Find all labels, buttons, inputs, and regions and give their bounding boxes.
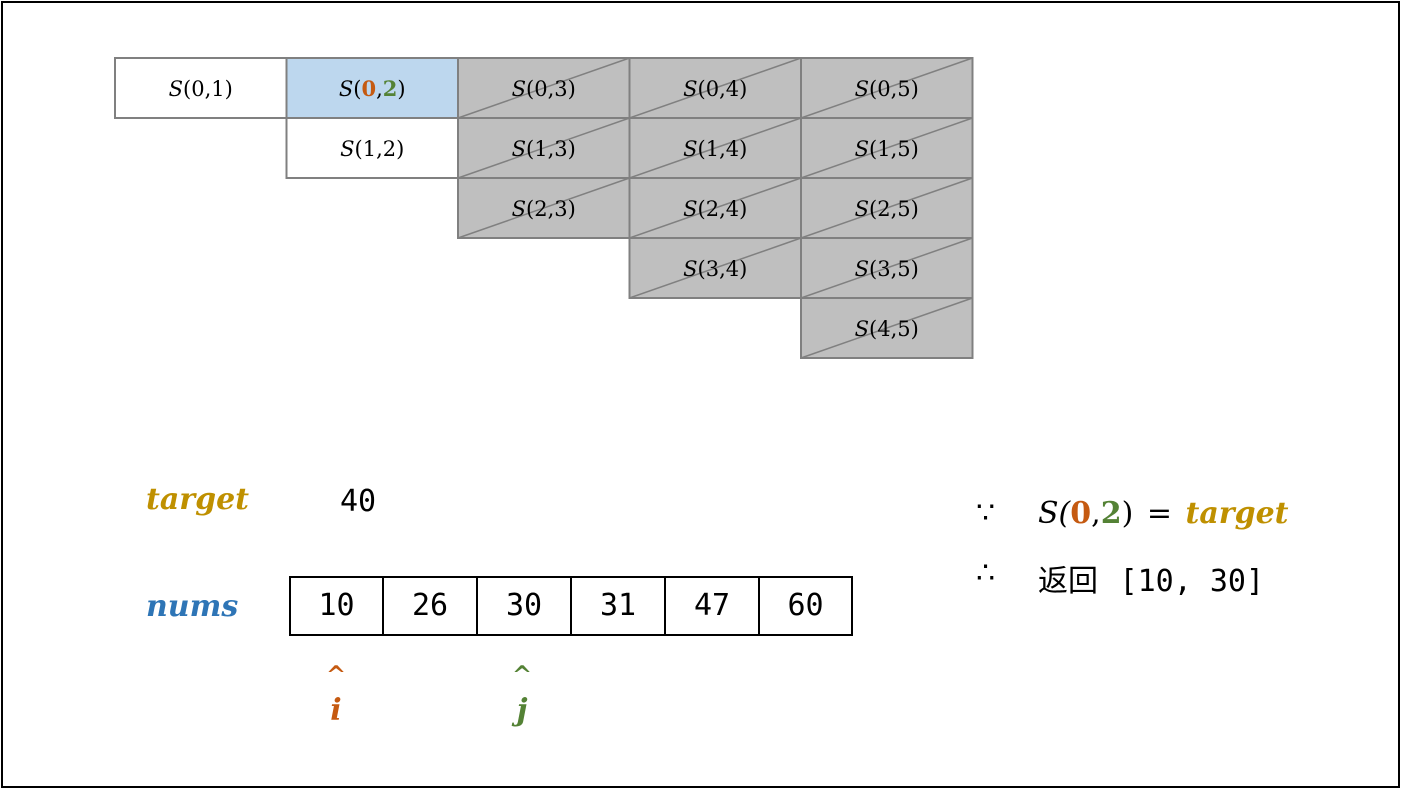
nums-cell-2: 30 (477, 576, 571, 636)
because-eq: = (1146, 496, 1172, 531)
cell-strike-line (800, 57, 973, 119)
cell-label: S(1,4) (683, 137, 747, 161)
because-j: 2 (1100, 496, 1122, 531)
because-s: S( (1038, 496, 1071, 531)
matrix-cell-1-5: S(1,5) (800, 117, 974, 179)
because-close: ) (1121, 496, 1134, 531)
cell-strike-line (457, 117, 630, 179)
nums-cell-3: 31 (571, 576, 665, 636)
cell-strike-line (800, 117, 973, 179)
matrix-cell-4-5: S(4,5) (800, 297, 974, 359)
cell-label: S(3,4) (683, 257, 747, 281)
matrix-cell-2-3: S(2,3) (457, 177, 631, 239)
because-statement: S(0,2) = target (1038, 496, 1289, 531)
cell-label: S(2,5) (855, 197, 919, 221)
cell-label: S(4,5) (855, 317, 919, 341)
target-label: target (146, 482, 250, 517)
cell-label: S(0,5) (855, 77, 919, 101)
pointer-j-caret: ^ (511, 660, 533, 689)
matrix-cell-0-4: S(0,4) (628, 57, 802, 119)
because-target: target (1185, 496, 1289, 531)
nums-cell-4: 47 (665, 576, 759, 636)
matrix-cell-0-1: S(0,1) (114, 57, 288, 119)
cell-strike-line (457, 57, 630, 119)
matrix-cell-3-5: S(3,5) (800, 237, 974, 299)
cell-label: S(0,3) (512, 77, 576, 101)
cell-strike-line (457, 177, 630, 239)
matrix-cell-0-2: S(0,2) (285, 57, 459, 119)
because-i: 0 (1070, 496, 1092, 531)
nums-cell-5: 60 (759, 576, 853, 636)
cell-strike-line (800, 237, 973, 299)
because-comma: , (1091, 496, 1101, 531)
therefore-text: 返回 (1038, 564, 1098, 599)
cell-strike-line (629, 177, 802, 239)
cell-label: S(1,5) (855, 137, 919, 161)
matrix-cell-3-4: S(3,4) (628, 237, 802, 299)
cell-strike-line (800, 297, 973, 359)
matrix-cell-0-5: S(0,5) (800, 57, 974, 119)
matrix-cell-1-4: S(1,4) (628, 117, 802, 179)
pointer-j-label: j (516, 693, 528, 728)
nums-cell-0: 10 (289, 576, 383, 636)
because-symbol: ∵ (976, 496, 996, 531)
therefore-statement: 返回 [10, 30] (1038, 556, 1264, 600)
matrix-cell-2-5: S(2,5) (800, 177, 974, 239)
cell-label: S(1,2) (340, 137, 404, 161)
cell-label: S(0,2) (339, 76, 406, 101)
pointer-i-caret: ^ (325, 660, 347, 689)
cell-strike-line (629, 117, 802, 179)
matrix-cell-1-3: S(1,3) (457, 117, 631, 179)
cell-strike-line (629, 237, 802, 299)
cell-label: S(0,4) (683, 77, 747, 101)
pointer-i-label: i (330, 693, 342, 728)
therefore-symbol: ∴ (976, 556, 996, 591)
nums-cell-1: 26 (383, 576, 477, 636)
matrix-cell-1-2: S(1,2) (285, 117, 459, 179)
therefore-result: [10, 30] (1119, 564, 1265, 599)
nums-label: nums (146, 589, 239, 624)
cell-label: S(2,3) (512, 197, 576, 221)
cell-strike-line (800, 177, 973, 239)
cell-label: S(0,1) (169, 77, 233, 101)
cell-label: S(2,4) (683, 197, 747, 221)
cell-label: S(1,3) (512, 137, 576, 161)
cell-strike-line (629, 57, 802, 119)
target-value: 40 (340, 484, 377, 519)
matrix-cell-2-4: S(2,4) (628, 177, 802, 239)
cell-label: S(3,5) (855, 257, 919, 281)
matrix-cell-0-3: S(0,3) (457, 57, 631, 119)
